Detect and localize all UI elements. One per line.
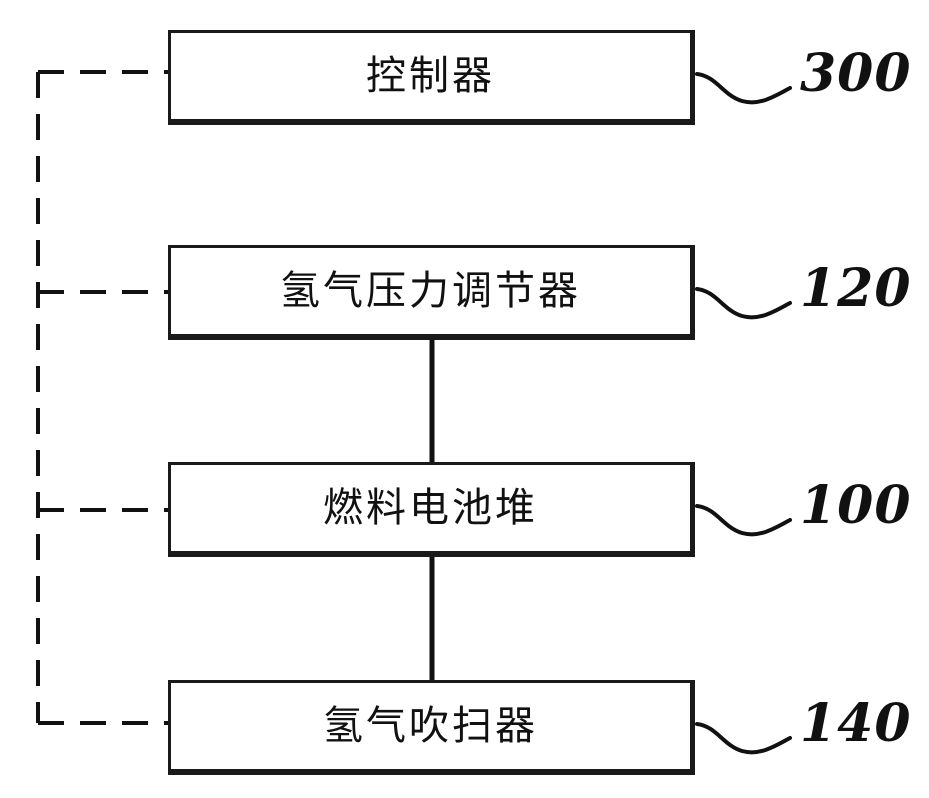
leader-line-140	[695, 722, 792, 755]
block-hydrogen-purger-label: 氢气吹扫器	[323, 703, 538, 749]
block-hydrogen-pressure-regulator[interactable]: 氢气压力调节器	[168, 245, 695, 340]
block-hydrogen-pressure-regulator-label: 氢气压力调节器	[280, 268, 581, 314]
reference-numeral-120: 120	[800, 258, 912, 319]
reference-numeral-100: 100	[800, 475, 912, 536]
leader-line-120	[695, 287, 792, 320]
reference-numeral-140: 140	[800, 693, 912, 754]
block-fuel-cell-stack[interactable]: 燃料电池堆	[168, 462, 695, 557]
block-hydrogen-purger[interactable]: 氢气吹扫器	[168, 680, 695, 775]
block-controller-label: 控制器	[366, 53, 495, 99]
reference-numeral-300: 300	[800, 43, 912, 104]
leader-line-300	[695, 72, 792, 105]
block-fuel-cell-stack-label: 燃料电池堆	[323, 485, 538, 531]
block-controller[interactable]: 控制器	[168, 30, 695, 125]
leader-line-100	[695, 504, 792, 537]
